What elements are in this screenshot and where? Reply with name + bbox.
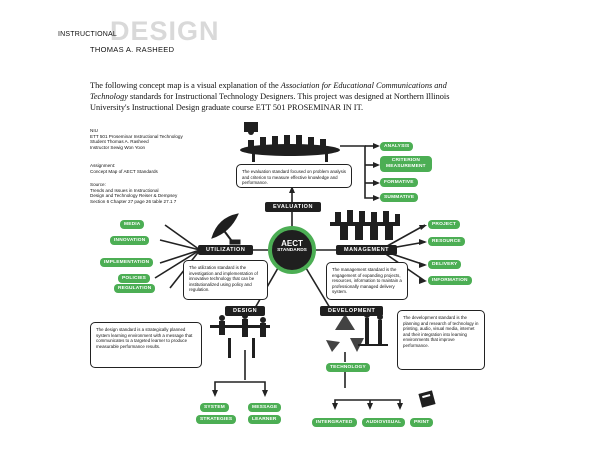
- header-title-watermark: DESIGN: [110, 16, 220, 46]
- source-info: Source: Trends and Issues in Instruction…: [90, 182, 178, 204]
- pill-formative: FORMATIVE: [380, 178, 418, 187]
- center-label: AECT STANDARDS: [270, 239, 314, 254]
- pill-criterion-measurement: CRITERION MEASUREMENT: [380, 156, 432, 172]
- pill-implementation: IMPLEMENTATION: [100, 258, 154, 267]
- pill-regulation: REGULATION: [114, 284, 156, 293]
- design-description: The design standard is a strategically p…: [90, 322, 202, 368]
- pill-learner: LEARNER: [248, 415, 281, 424]
- course-info: NIU ETT 501 Proseminar Instructional Tec…: [90, 128, 183, 150]
- intro-paragraph: The following concept map is a visual ex…: [90, 81, 450, 112]
- pill-message: MESSAGE: [248, 403, 282, 412]
- assignment-info: Assignment: Concept Map of AECT Standard…: [90, 163, 158, 174]
- category-management: MANAGEMENT: [336, 245, 398, 255]
- pill-project: PROJECT: [428, 220, 461, 229]
- category-evaluation: EVALUATION: [265, 202, 321, 212]
- recycle-icon: [326, 314, 364, 352]
- category-utilization: UTILIZATION: [198, 245, 254, 255]
- author-name: THOMAS A. RASHEED: [90, 45, 175, 54]
- evaluation-description: The evaluation standard focused on probl…: [236, 164, 352, 188]
- pill-summative: SUMMATIVE: [380, 193, 419, 202]
- pill-analysis: ANALYSIS: [380, 142, 414, 151]
- header-small-label: INSTRUCTIONAL: [58, 31, 117, 38]
- satellite-dish-illustration: [211, 213, 241, 245]
- pill-print: PRINT: [410, 418, 434, 427]
- pill-intergrated: INTERGRATED: [312, 418, 357, 427]
- category-development: DEVELOPMENT: [320, 306, 384, 316]
- center-title: AECT: [281, 239, 303, 248]
- pill-strategies: STRATEGIES: [196, 415, 237, 424]
- pill-policies: POLICIES: [118, 274, 150, 283]
- pill-delivery: DELIVERY: [428, 260, 462, 269]
- designers-illustration: [210, 313, 270, 358]
- meeting-illustration: [240, 122, 340, 162]
- center-circle: [268, 226, 316, 274]
- pill-resource: RESOURCE: [428, 237, 465, 246]
- pill-system: SYSTEM: [200, 403, 229, 412]
- utilization-description: The utilization standard is the investig…: [183, 260, 268, 300]
- center-subtitle: STANDARDS: [277, 248, 307, 253]
- category-design: DESIGN: [225, 306, 266, 316]
- pill-information: INFORMATION: [428, 276, 472, 285]
- development-description: The development standard is the planning…: [397, 310, 485, 370]
- pill-audiovisual: AUDIOVISUAL: [362, 418, 406, 427]
- boardroom-illustration: [330, 210, 400, 240]
- management-description: The management standard is the engagemen…: [326, 262, 408, 300]
- pill-innovation: INNOVATION: [110, 236, 150, 245]
- pill-technology: TECHNOLOGY: [326, 363, 370, 372]
- pill-media: MEDIA: [120, 220, 145, 229]
- print-icon: [418, 390, 436, 408]
